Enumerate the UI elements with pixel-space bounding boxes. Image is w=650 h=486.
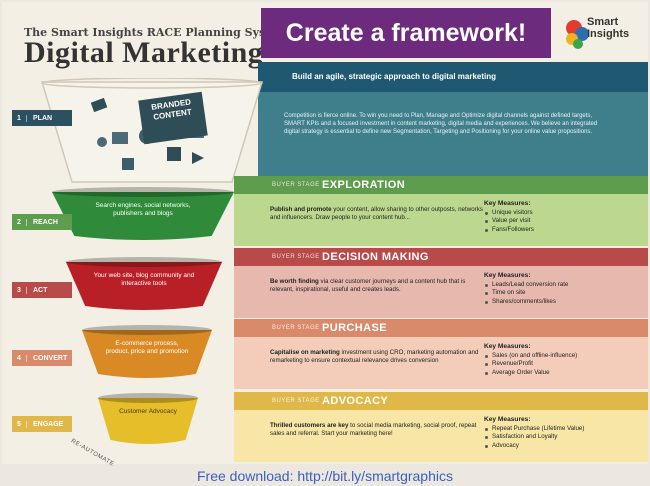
logo-wordmark: Smart Insights <box>587 16 629 40</box>
key-measures-title: Key Measures: <box>484 343 531 350</box>
create-framework-banner: Create a framework! <box>261 8 551 58</box>
key-measures-purchase: Key Measures: Sales (on and offline-influ… <box>484 343 577 377</box>
tag-number: 2 <box>12 218 27 226</box>
funnel-text-advocacy: Customer Advocacy <box>119 408 177 415</box>
buyer-stage-label: BUYER STAGE <box>272 325 320 331</box>
tag-number: 5 <box>12 420 27 428</box>
main-title: Digital Marketing <box>24 36 264 69</box>
band-title-purchase <box>234 319 648 337</box>
tag-label: CONVERT <box>33 354 68 362</box>
stage-description-exploration: Publish and promote your content, allow … <box>270 206 483 221</box>
key-measure-item: Sales (on and offline-influence) <box>484 352 577 361</box>
plan-headline-bar <box>258 62 648 92</box>
logo-line2: Insights <box>587 28 630 40</box>
buyer-stage-label: BUYER STAGE <box>272 254 320 260</box>
key-measure-item: Value per visit <box>484 217 534 226</box>
tag-number: 4 <box>12 354 27 362</box>
funnel-segment-advocacy <box>98 393 198 444</box>
key-measure-item: Leads/Lead conversion rate <box>484 281 568 290</box>
tag-label: ACT <box>33 286 48 294</box>
plan-headline: Build an agile, strategic approach to di… <box>292 72 497 81</box>
funnel-segment-decision-making <box>66 257 222 310</box>
key-measure-item: Shares/comments/likes <box>484 298 568 307</box>
funnel-segment-purchase <box>82 325 212 378</box>
tag-convert: 4 CONVERT <box>12 350 72 366</box>
funnel-text-decision-making: Your web site, blog community and intera… <box>93 272 195 287</box>
free-download-link[interactable]: Free download: http://bit.ly/smartgraphi… <box>196 468 453 484</box>
tag-engage: 5 ENGAGE <box>12 416 72 432</box>
funnel-text-exploration: Search engines, social networks, publish… <box>95 202 191 217</box>
tag-number: 3 <box>12 286 27 294</box>
funnel-text-purchase: E-commerce process, product, price and p… <box>105 340 189 355</box>
stage-description-advocacy: Thrilled customers are key to social med… <box>270 422 477 437</box>
key-measure-item: Repeat Purchase (Lifetime Value) <box>484 425 584 434</box>
band-title-decision-making <box>234 248 648 266</box>
tag-label: ENGAGE <box>33 420 64 428</box>
key-measures-title: Key Measures: <box>484 272 531 279</box>
tag-plan: 1 PLAN <box>12 110 72 126</box>
branded-content-label: BRANDED CONTENT <box>138 91 208 145</box>
key-measure-item: Average Order Value <box>484 369 577 378</box>
band-title-exploration <box>234 176 648 194</box>
stage-name-purchase: PURCHASE <box>322 322 387 334</box>
subtitle: The Smart Insights RACE Planning System … <box>24 26 311 39</box>
key-measure-item: Satisfaction and Loyalty <box>484 433 584 442</box>
race-infographic: The Smart Insights RACE Planning System … <box>2 2 648 468</box>
buyer-stage-label: BUYER STAGE <box>272 398 320 404</box>
key-measure-item: Advocacy <box>484 442 584 451</box>
key-measures-title: Key Measures: <box>484 416 531 423</box>
stage-description-purchase: Capitalise on marketing investment using… <box>270 349 479 364</box>
key-measure-item: Revenue/Profit <box>484 360 577 369</box>
key-measure-item: Unique visitors <box>484 209 534 218</box>
tag-label: REACH <box>33 218 58 226</box>
key-measures-title: Key Measures: <box>484 200 531 207</box>
band-title-advocacy <box>234 392 648 410</box>
stage-name-advocacy: ADVOCACY <box>322 395 389 407</box>
funnel-segment-exploration <box>52 187 234 240</box>
logo-line1: Smart <box>587 16 619 28</box>
smart-insights-logo-icon <box>566 20 589 49</box>
tag-act: 3 ACT <box>12 282 72 298</box>
key-measure-item: Fans/Followers <box>484 226 534 235</box>
key-measures-advocacy: Key Measures: Repeat Purchase (Lifetime V… <box>484 416 584 450</box>
stage-name-exploration: EXPLORATION <box>322 179 406 191</box>
key-measure-item: Time on site <box>484 289 568 298</box>
tag-plan-label: PLAN <box>33 114 53 122</box>
stage-name-decision-making: DECISION MAKING <box>322 251 429 263</box>
plan-body-text: Competition is fierce online. To win you… <box>284 113 598 135</box>
stage-description-decision-making: Be worth finding via clear customer jour… <box>270 278 466 293</box>
buyer-stage-label: BUYER STAGE <box>272 182 320 188</box>
tag-plan-number: 1 <box>12 114 27 122</box>
tag-reach: 2 REACH <box>12 214 72 230</box>
